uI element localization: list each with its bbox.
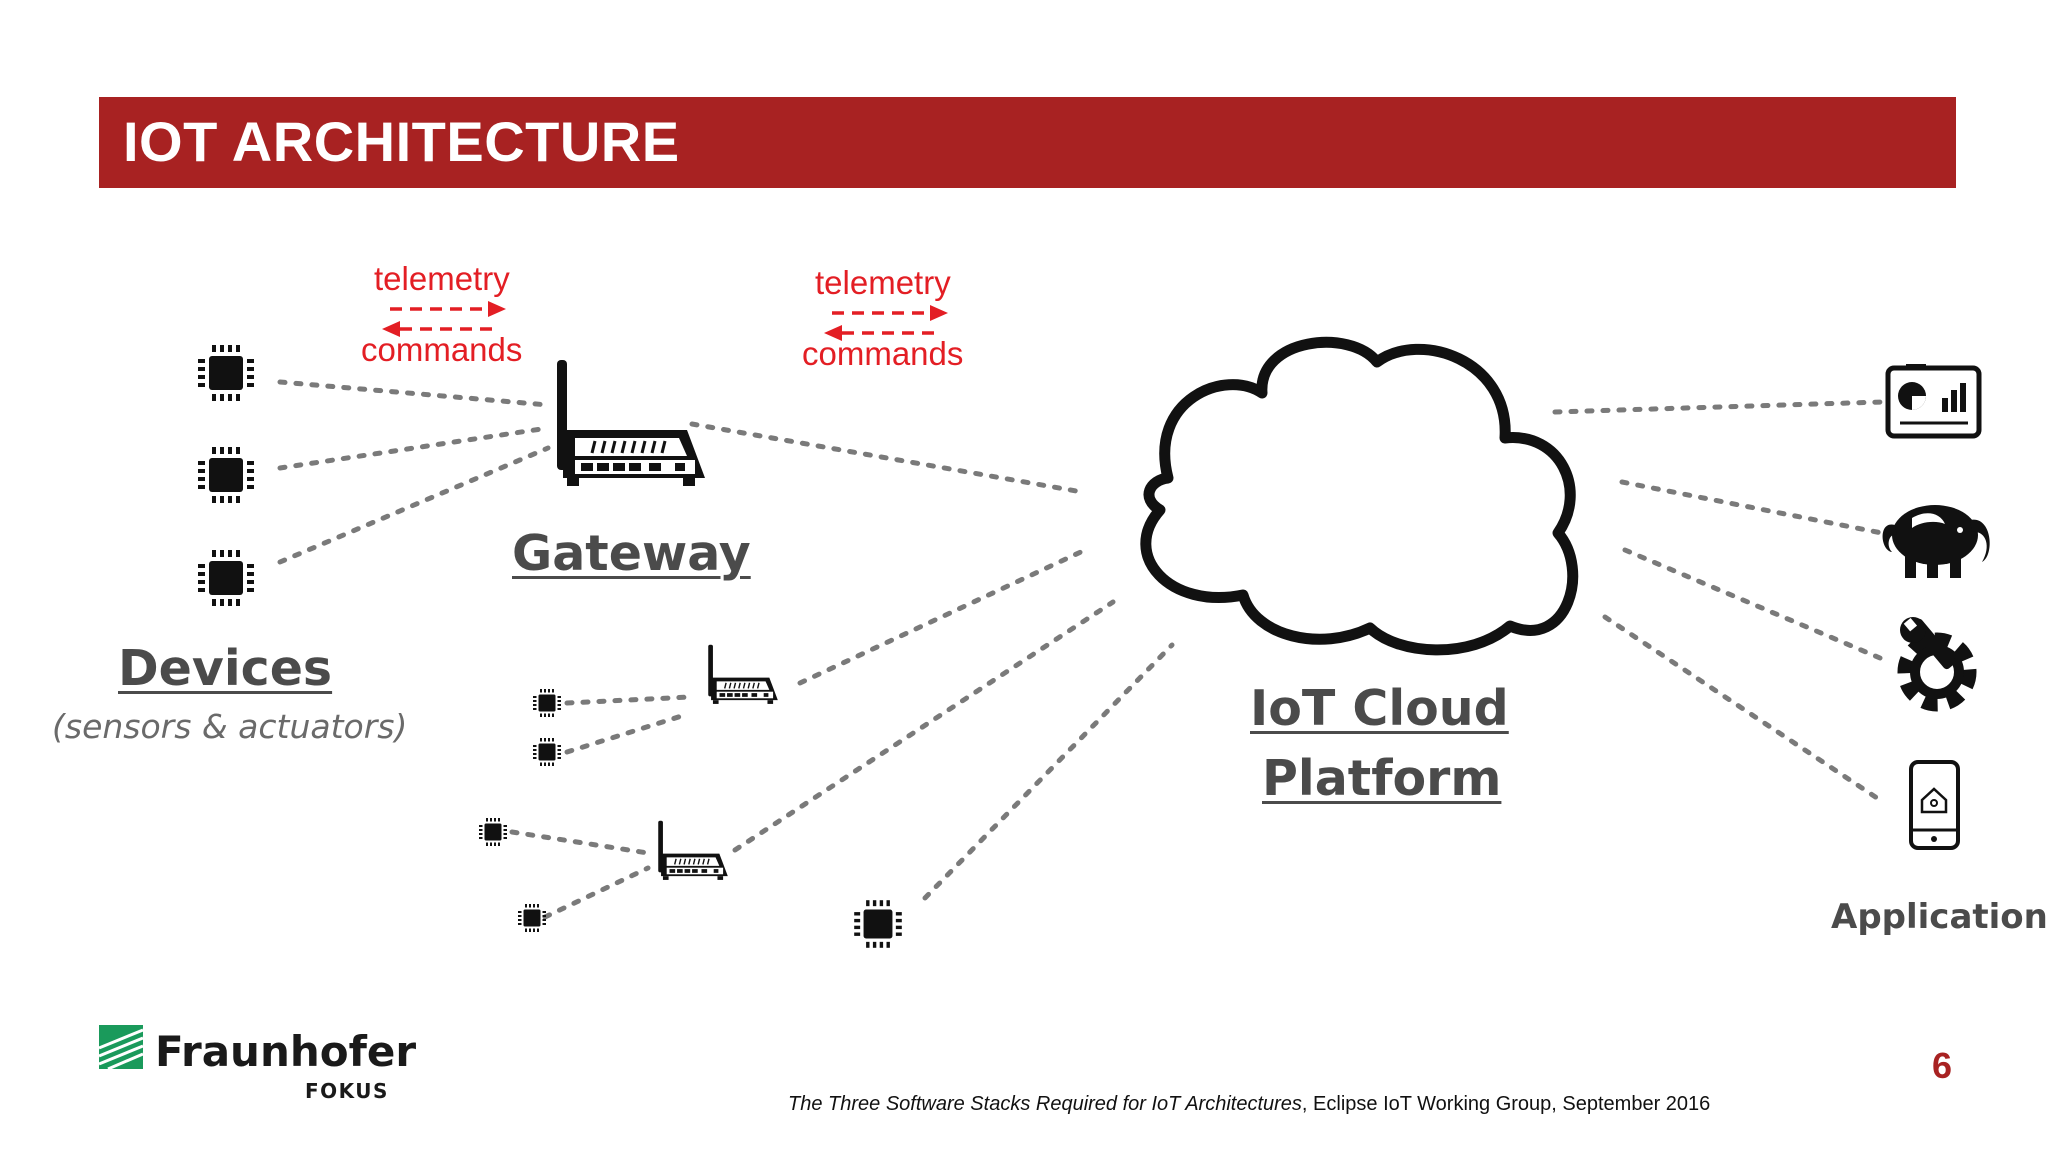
citation-title: The Three Software Stacks Required for I… (788, 1093, 1302, 1115)
telemetry-arrow-left (390, 301, 506, 317)
devices-sublabel: (sensors & actuators) (52, 707, 408, 746)
chip-icon (196, 445, 256, 505)
chip-icon (478, 817, 508, 847)
devices-label: Devices (118, 640, 333, 697)
connection-lines (277, 379, 1885, 920)
title-bar: IOT ARCHITECTURE (99, 97, 1956, 188)
commands-arrow-right (824, 325, 940, 341)
smartphone-home-icon (1909, 760, 1960, 850)
gateway-label: Gateway (512, 525, 751, 582)
commands-label-right: commands (802, 335, 964, 372)
telemetry-arrow-right (832, 305, 948, 321)
elephant-icon (1882, 505, 1990, 578)
applications-label: Applications (1831, 897, 2048, 937)
cloud-icon (1140, 336, 1579, 656)
dashboard-icon (1885, 364, 1982, 439)
chip-icon (196, 548, 256, 608)
cloud-label-line1: IoT Cloud (1250, 680, 1509, 737)
citation-rest: , Eclipse IoT Working Group, September 2… (1301, 1093, 1711, 1115)
chip-icon (517, 903, 547, 933)
wrench-gear-icon (1897, 617, 1977, 712)
commands-label-left: commands (361, 331, 523, 368)
router-icon (555, 358, 707, 488)
fraunhofer-logo-icon (98, 1025, 144, 1071)
chip-icon (532, 688, 562, 718)
telemetry-label-right: telemetry (815, 264, 951, 301)
logo-sub: FOKUS (305, 1079, 389, 1103)
citation: The Three Software Stacks Required for I… (788, 1093, 1710, 1116)
telemetry-label-left: telemetry (374, 260, 510, 297)
page-number: 6 (1932, 1045, 1953, 1086)
chip-icon (532, 737, 562, 767)
router-icon (657, 819, 729, 881)
router-icon (707, 643, 779, 705)
commands-arrow-left (382, 321, 498, 337)
cloud-label-line2: Platform (1262, 750, 1502, 807)
logo-name: Fraunhofer (155, 1027, 417, 1076)
slide-title: IOT ARCHITECTURE (123, 110, 680, 173)
chip-icon (852, 898, 904, 950)
chip-icon (196, 343, 256, 403)
